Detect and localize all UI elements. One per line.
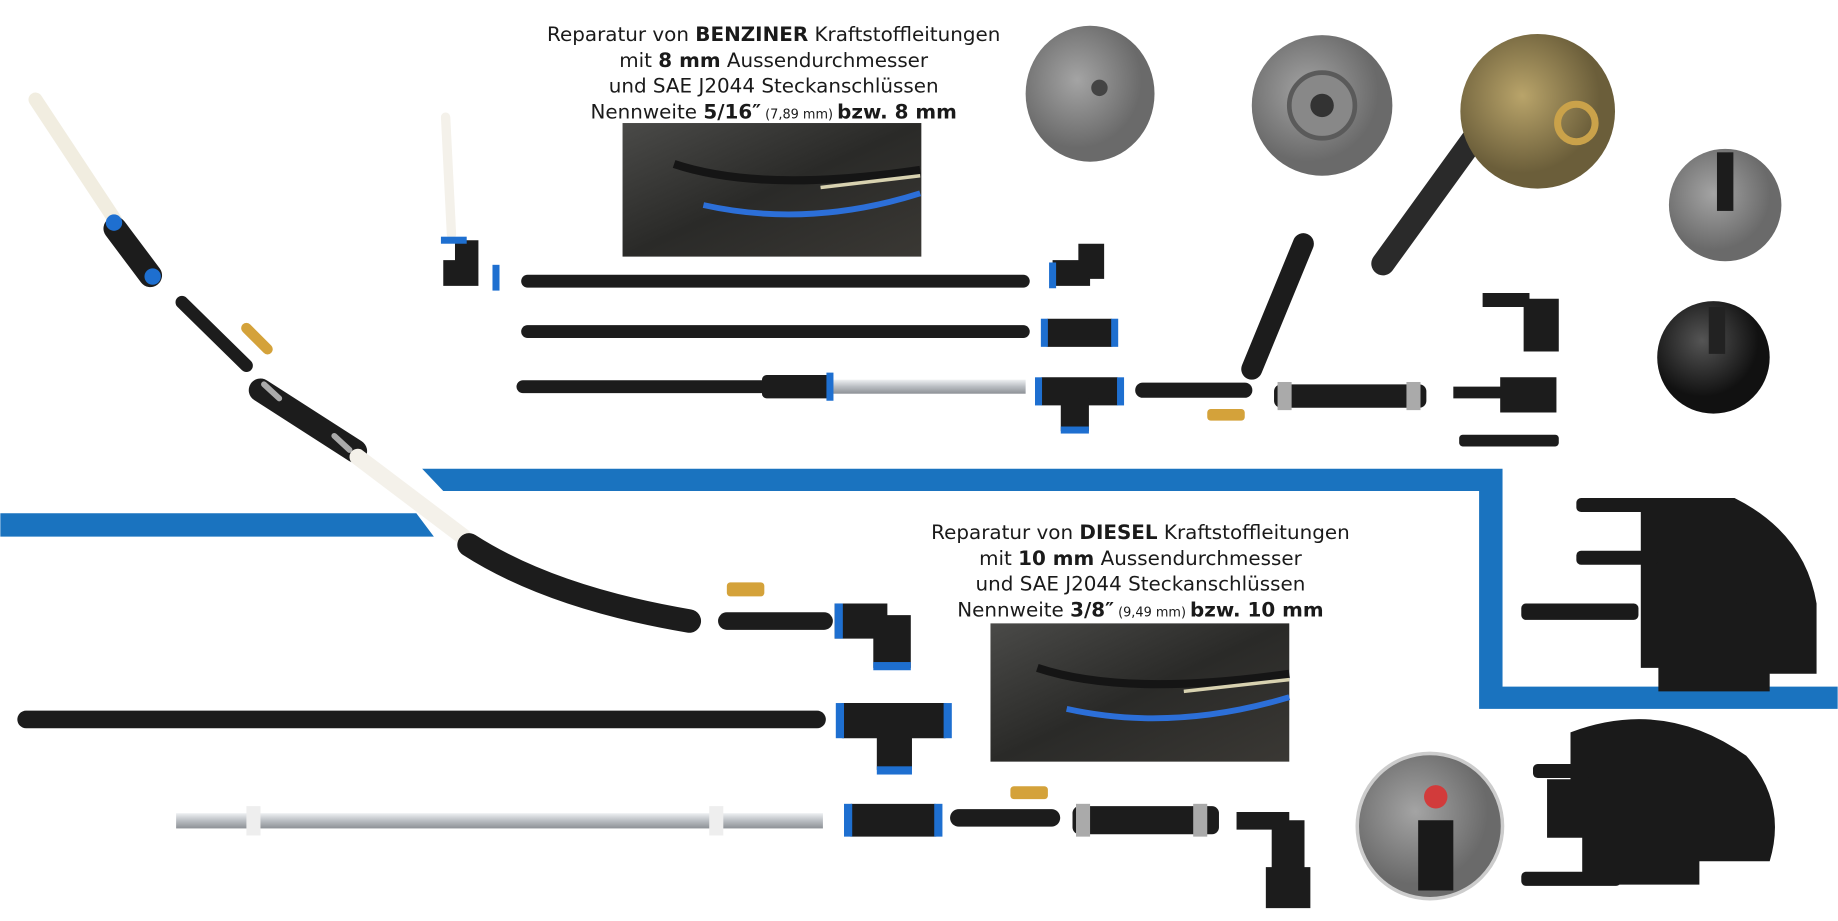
diesel-filter-bottom <box>1355 719 1775 901</box>
blue-divider-band <box>0 513 434 537</box>
engine-photo-benziner <box>622 123 922 257</box>
svg-text:mit 10 mm Aussendurchmesser: mit 10 mm Aussendurchmesser <box>979 547 1303 570</box>
blue-divider-band-main <box>422 468 1838 709</box>
svg-text:Reparatur von BENZINER Kraftst: Reparatur von BENZINER Kraftstoffleitung… <box>547 23 1000 46</box>
diesel-caption: Reparatur von DIESEL Kraftstoffleitungen… <box>931 521 1350 621</box>
diagonal-fuel-line-assembly <box>28 92 702 633</box>
fuel-filter-covers <box>1025 25 1782 414</box>
engine-photo-diesel <box>990 623 1291 762</box>
svg-text:und SAE J2044 Steckanschlüssen: und SAE J2044 Steckanschlüssen <box>976 573 1306 596</box>
benziner-caption: Reparatur von BENZINER Kraftstoffleitung… <box>547 23 1000 123</box>
diesel-filter-housing <box>1521 497 1817 692</box>
svg-text:Nennweite 5/16″ (7,89 mm) bzw.: Nennweite 5/16″ (7,89 mm) bzw. 8 mm <box>591 100 957 123</box>
quick-connectors-diesel <box>834 603 1311 909</box>
hoses-diesel <box>17 582 1219 837</box>
quick-connectors-benziner <box>440 236 1559 447</box>
svg-text:Reparatur von DIESEL Kraftstof: Reparatur von DIESEL Kraftstoffleitungen <box>931 521 1350 544</box>
svg-text:und SAE J2044 Steckanschlüssen: und SAE J2044 Steckanschlüssen <box>609 75 939 98</box>
hoses-benziner <box>516 60 1533 421</box>
svg-text:Nennweite 3/8″ (9,49 mm) bzw.: Nennweite 3/8″ (9,49 mm) bzw. 10 mm <box>957 598 1323 621</box>
svg-text:mit 8 mm Aussendurchmesser: mit 8 mm Aussendurchmesser <box>619 49 929 72</box>
